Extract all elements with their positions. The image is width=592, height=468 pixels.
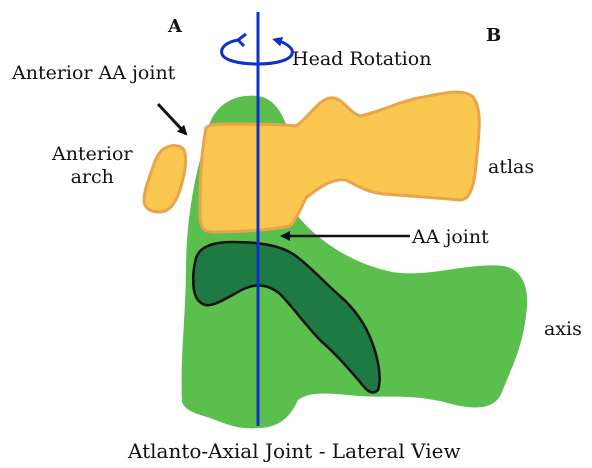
axis-label: axis [544, 318, 582, 340]
aa-joint-label: AA joint [412, 226, 489, 248]
panel-label-a: A [168, 16, 182, 38]
anterior-aa-joint-arrow [158, 104, 186, 134]
atlas-label: atlas [488, 156, 534, 178]
anterior-arch-label-line2: arch [52, 166, 133, 189]
anterior-arch-shape [144, 146, 186, 213]
anterior-aa-joint-label: Anterior AA joint [12, 62, 175, 84]
diagram-caption: Atlanto-Axial Joint - Lateral View [128, 440, 461, 462]
anterior-arch-label-line1: Anterior [52, 143, 133, 166]
head-rotation-label: Head Rotation [292, 48, 431, 70]
panel-label-b: B [486, 25, 501, 47]
anterior-arch-label: Anterior arch [52, 143, 133, 189]
